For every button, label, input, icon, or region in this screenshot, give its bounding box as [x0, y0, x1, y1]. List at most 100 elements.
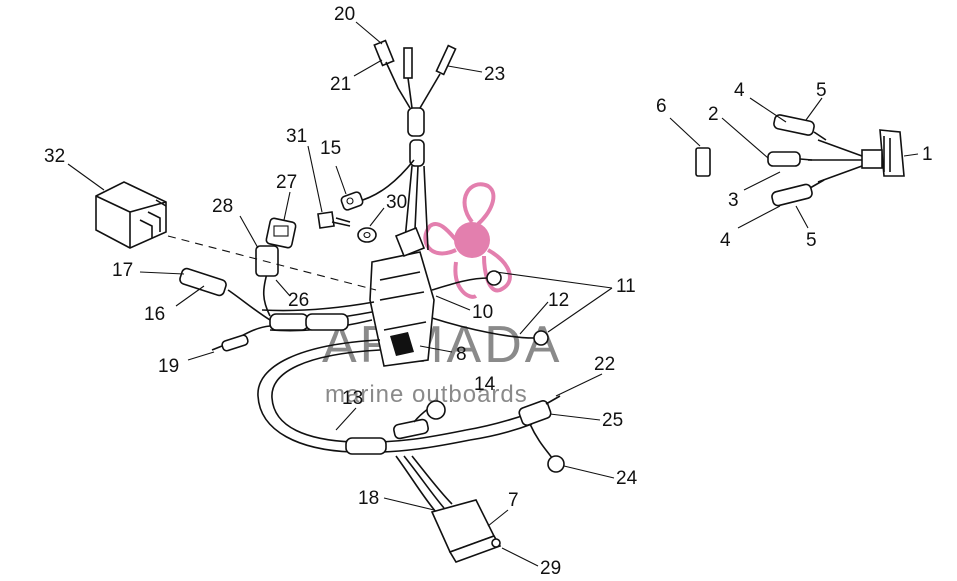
leader-8 [419, 345, 453, 353]
harness-sleeve-left [269, 313, 309, 331]
leader-1 [903, 153, 919, 157]
callout-3: 3 [728, 190, 739, 211]
terminal-sleeves-4 [799, 131, 827, 189]
leader-7 [487, 509, 509, 527]
watermark-title: ARMADA [322, 316, 562, 374]
callout-5-upper: 5 [816, 80, 827, 101]
harness-sleeve-left2 [305, 313, 349, 331]
callout-numbers: 1 2 3 4 4 5 5 6 7 8 10 11 12 13 14 15 16… [44, 4, 933, 579]
connector-26 [255, 245, 279, 277]
leader-5-upper [805, 97, 823, 121]
callout-1: 1 [922, 144, 933, 165]
callout-7: 7 [508, 490, 519, 511]
callout-28: 28 [212, 196, 233, 217]
leader-18 [383, 497, 435, 511]
callout-11: 11 [616, 276, 636, 297]
connector-17 [179, 267, 227, 297]
callout-24: 24 [616, 468, 638, 489]
connector-27-face [273, 225, 289, 237]
callout-23: 23 [484, 64, 505, 85]
leader-29 [501, 547, 539, 567]
callout-22: 22 [594, 354, 615, 375]
harness-loop-13-outer [257, 339, 471, 454]
callout-16: 16 [144, 304, 165, 325]
leader-16 [175, 285, 205, 307]
callout-8: 8 [456, 344, 467, 365]
callout-20: 20 [334, 4, 355, 25]
callout-14: 14 [474, 374, 496, 395]
leader-23 [447, 65, 483, 73]
terminal-5-upper [773, 114, 815, 136]
connector-19 [221, 334, 249, 352]
callout-2: 2 [708, 104, 719, 125]
watermark-subtitle: marine outboards [325, 381, 528, 408]
wire-18 [395, 455, 453, 513]
ring-terminal-14 [426, 400, 446, 420]
callout-31: 31 [286, 126, 307, 147]
wire-21b [407, 77, 413, 109]
leader-28 [239, 215, 259, 249]
harness-loop-13-inner [271, 349, 467, 444]
screw-29 [491, 538, 501, 548]
leader-32 [67, 163, 105, 191]
wire-26 [262, 269, 271, 317]
callout-10: 10 [472, 302, 493, 323]
leader-26 [275, 279, 291, 297]
leader-30 [369, 207, 385, 227]
leader-15 [335, 165, 347, 195]
harness-sleeve-14 [393, 418, 429, 440]
rectifier-body [390, 332, 414, 356]
wire-22-tip [545, 395, 561, 405]
bracket-detail [379, 271, 427, 331]
harness-sleeve-13 [345, 437, 387, 455]
leader-4-upper [749, 97, 787, 123]
connector-21 [403, 47, 413, 79]
switch-1-detail [883, 136, 891, 172]
clip-upper [394, 226, 426, 258]
relay-32-pins [139, 199, 167, 238]
callout-17: 17 [112, 260, 133, 281]
pin-19 [211, 345, 223, 351]
switch-assembly [695, 114, 905, 207]
ring-terminal-11-lower [533, 330, 549, 346]
leader-12 [519, 301, 549, 335]
leader-4-lower [737, 205, 781, 229]
wire-12 [431, 317, 535, 339]
leader-24 [563, 465, 615, 479]
leader-31 [307, 145, 323, 213]
watermark: ARMADA marine outboards [322, 182, 562, 408]
leader-3 [743, 171, 781, 191]
callout-27: 27 [276, 172, 297, 193]
propeller-logo-icon [423, 182, 512, 299]
terminal-15-hole [346, 197, 354, 205]
harness-sleeve-top [407, 107, 425, 137]
washer-30 [357, 227, 377, 243]
callout-12: 12 [548, 290, 569, 311]
relay-7-base [448, 535, 502, 563]
wire-11-upper [431, 277, 489, 291]
connector-20 [373, 39, 395, 67]
wire-16-19 [223, 289, 271, 345]
callout-32: 32 [44, 146, 65, 167]
leader-2 [721, 117, 769, 159]
leader-6 [669, 117, 701, 147]
callout-30: 30 [386, 192, 407, 213]
callout-21: 21 [330, 74, 351, 95]
leader-27 [283, 191, 291, 221]
callout-13: 13 [342, 388, 363, 409]
leader-lines [67, 21, 919, 567]
leader-5-lower [795, 205, 809, 229]
regulator-bracket [369, 251, 435, 367]
ring-terminal-11-upper [486, 270, 502, 286]
leader-20 [355, 21, 383, 45]
connector-27 [265, 217, 297, 249]
ring-terminal-24 [547, 455, 565, 473]
leader-22 [555, 373, 603, 397]
terminal-5-lower [771, 183, 813, 207]
terminal-2 [767, 151, 801, 167]
switch-leads [808, 139, 863, 183]
leader-17 [139, 271, 185, 275]
relay-32 [95, 181, 377, 291]
